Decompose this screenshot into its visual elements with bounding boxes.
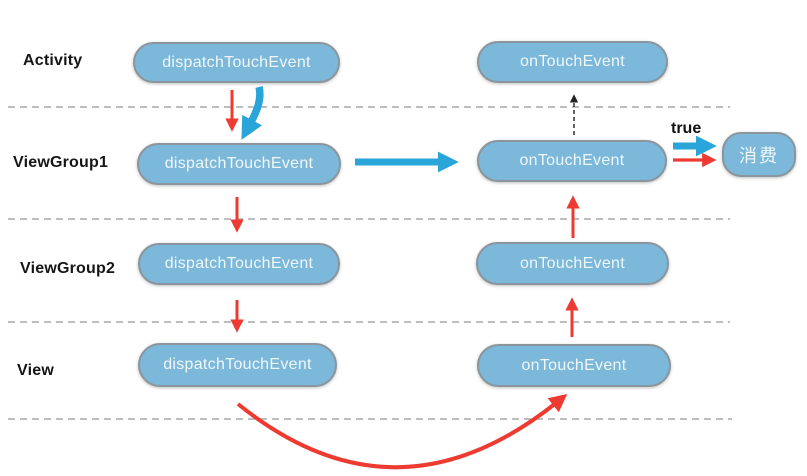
node-activity-ontouchevent: onTouchEvent (477, 41, 668, 83)
arrow-red-curved-view-dispatch-to-view-ontouch (236, 394, 568, 470)
node-viewgroup2-dispatchtouchevent: dispatchTouchEvent (138, 243, 340, 285)
node-viewgroup2-ontouchevent: onTouchEvent (476, 242, 669, 285)
node-view-dispatchtouchevent: dispatchTouchEvent (138, 343, 337, 387)
node-view-ontouchevent: onTouchEvent (477, 344, 671, 387)
node-viewgroup1-ontouchevent: onTouchEvent (477, 140, 667, 182)
row-label-activity: Activity (23, 52, 83, 69)
arrow-blue-activity-dispatch-to-viewgroup1-dispatch (241, 86, 264, 140)
row-label-viewgroup1: ViewGroup1 (13, 154, 109, 171)
row-label-viewgroup2: ViewGroup2 (20, 260, 116, 277)
node-viewgroup1-dispatchtouchevent: dispatchTouchEvent (137, 143, 341, 185)
true-result-label: true (671, 120, 702, 137)
node-activity-dispatchtouchevent: dispatchTouchEvent (133, 42, 340, 83)
node-consume: 消费 (722, 132, 796, 177)
row-label-view: View (17, 362, 54, 379)
